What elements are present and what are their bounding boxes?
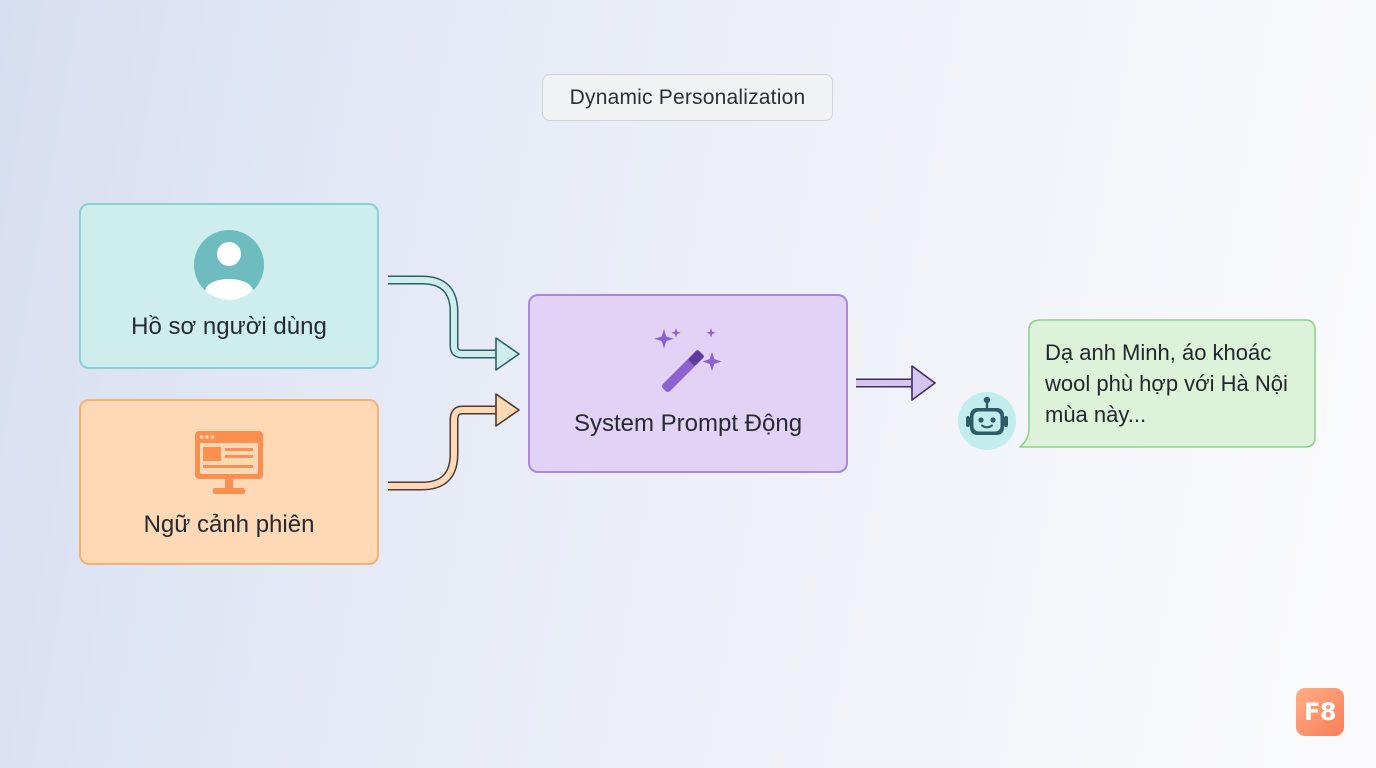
diagram-title: Dynamic Personalization (542, 74, 833, 121)
magic-wand-icon (652, 326, 726, 402)
user-profile-card: Hồ sơ người dùng (79, 203, 379, 369)
session-context-card: Ngữ cảnh phiên (79, 399, 379, 565)
response-bubble: Dạ anh Minh, áo khoác wool phù hợp với H… (1019, 319, 1316, 449)
response-message: Dạ anh Minh, áo khoác wool phù hợp với H… (1045, 340, 1288, 427)
prompt-to-output-arrow (856, 365, 936, 401)
browser-window-icon (193, 429, 265, 499)
session-to-prompt-arrow (388, 393, 520, 491)
user-profile-label: Hồ sơ người dùng (131, 313, 327, 340)
system-prompt-label: System Prompt Động (573, 410, 803, 437)
profile-to-prompt-arrow (388, 275, 520, 371)
session-context-label: Ngữ cảnh phiên (143, 511, 315, 538)
robot-icon (957, 391, 1017, 451)
f8-logo: F8 (1296, 688, 1344, 736)
system-prompt-card: System Prompt Động (528, 294, 848, 473)
user-profile-icon (193, 229, 265, 301)
